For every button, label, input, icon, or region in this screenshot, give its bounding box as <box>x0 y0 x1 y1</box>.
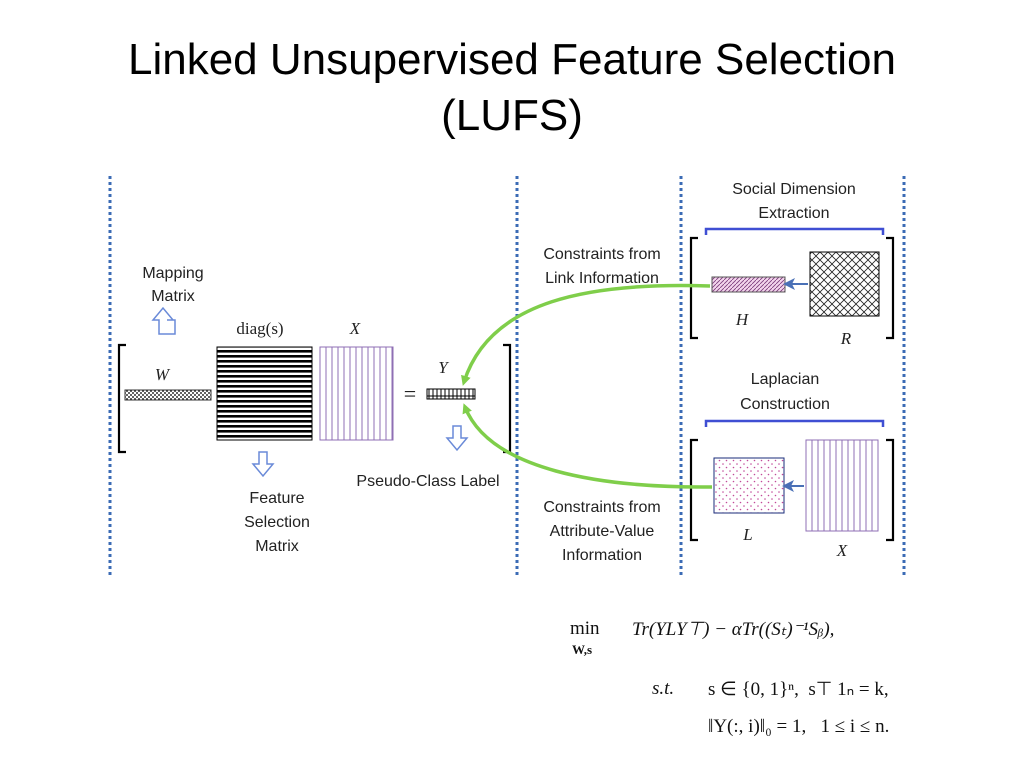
mapping-label-2: Matrix <box>151 288 195 305</box>
eq-min: min <box>570 618 600 639</box>
feature-selection-label-3: Matrix <box>255 538 299 555</box>
bracket-laplacian-open <box>689 438 698 542</box>
feature-selection-label-1: Feature <box>249 490 304 507</box>
X-label: X <box>349 319 361 338</box>
eq-constraint-2: ‖Y(:, i)‖₀ = 1, 1 ≤ i ≤ n. <box>708 716 890 737</box>
X2-label: X <box>836 541 848 560</box>
laplacian-label-2: Construction <box>740 396 830 413</box>
social-dimension-label-1: Social Dimension <box>732 181 856 198</box>
equals-sign: = <box>404 381 416 406</box>
bracket-left-close <box>503 343 512 454</box>
down-arrow-icon-y <box>445 425 469 452</box>
Y-label: Y <box>438 358 449 377</box>
laplacian-brace <box>704 419 885 427</box>
H-label: H <box>735 310 750 329</box>
attribute-constraints-label-1: Constraints from <box>543 499 660 516</box>
bracket-left-open <box>117 343 126 454</box>
L-matrix <box>713 457 785 514</box>
attribute-constraint-arrow <box>462 403 713 489</box>
pseudo-class-label: Pseudo-Class Label <box>356 473 499 490</box>
mapping-label-1: Mapping <box>142 265 203 282</box>
link-constraint-arrow <box>461 283 711 386</box>
H-matrix <box>711 276 786 293</box>
feature-selection-label-2: Selection <box>244 514 310 531</box>
laplacian-label-1: Laplacian <box>751 371 820 388</box>
bracket-social-close <box>886 236 895 340</box>
diag-label: diag(s) <box>236 319 283 338</box>
eq-constraint-1: s ∈ {0, 1}ⁿ, s⊤ 1ₙ = k, <box>708 679 889 700</box>
bracket-laplacian-close <box>886 438 895 542</box>
optimization-equation: min W,s Tr(YLY⊤) − αTr((Sₜ)⁻¹Sᵦ), s.t. s… <box>566 612 1006 752</box>
eq-min-subscript: W,s <box>572 642 593 657</box>
social-brace <box>704 227 885 235</box>
social-dimension-label-2: Extraction <box>758 205 829 222</box>
link-constraints-label-1: Constraints from <box>543 246 660 263</box>
slide-title: Linked Unsupervised Feature Selection (L… <box>0 32 1024 144</box>
W-matrix <box>124 389 212 401</box>
L-label: L <box>742 525 752 544</box>
up-arrow-icon <box>151 306 176 335</box>
X-matrix <box>319 346 394 441</box>
attribute-constraints-label-3: Information <box>562 547 642 564</box>
title-line-2: (LUFS) <box>441 91 583 140</box>
diag-matrix <box>216 346 313 441</box>
link-constraints-label-2: Link Information <box>545 270 659 287</box>
eq-objective: Tr(YLY⊤) − αTr((Sₜ)⁻¹Sᵦ), <box>632 619 835 640</box>
bracket-social-open <box>689 236 698 340</box>
down-arrow-icon <box>251 451 275 478</box>
X2-matrix <box>805 439 879 532</box>
eq-st: s.t. <box>652 678 675 699</box>
title-line-1: Linked Unsupervised Feature Selection <box>127 35 896 84</box>
R-matrix <box>809 251 880 317</box>
Y-matrix <box>426 388 476 400</box>
W-label: W <box>155 365 171 384</box>
R-label: R <box>840 329 852 348</box>
attribute-constraints-label-2: Attribute-Value <box>550 523 655 540</box>
